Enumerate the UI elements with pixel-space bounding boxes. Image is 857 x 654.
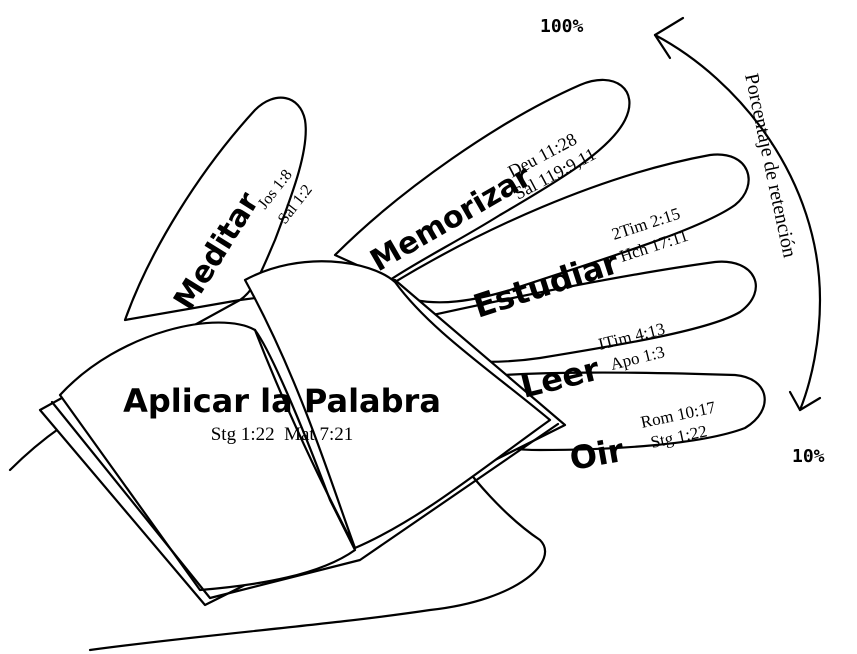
finger-estudiar	[388, 153, 750, 304]
book-right-page	[243, 260, 552, 550]
book-title: Aplicar la Palabra	[123, 382, 441, 420]
book-spine	[253, 328, 357, 550]
book-references: Stg 1:22 Mat 7:21	[211, 424, 354, 445]
book-page-edge	[50, 400, 560, 600]
retention-arc	[653, 33, 822, 412]
finger-label-oir: Oir	[567, 431, 627, 478]
arrow-head-top	[653, 16, 685, 60]
thumb-meditar	[123, 96, 307, 322]
retention-axis-title: Porcentaje de retención	[740, 71, 801, 259]
open-book	[38, 260, 567, 607]
finger-memorizar	[333, 78, 631, 282]
finger-leer	[408, 260, 757, 363]
arrow-head-bottom	[788, 390, 822, 412]
top-percentage: 100%	[540, 16, 584, 37]
bottom-percentage: 10%	[792, 446, 825, 467]
